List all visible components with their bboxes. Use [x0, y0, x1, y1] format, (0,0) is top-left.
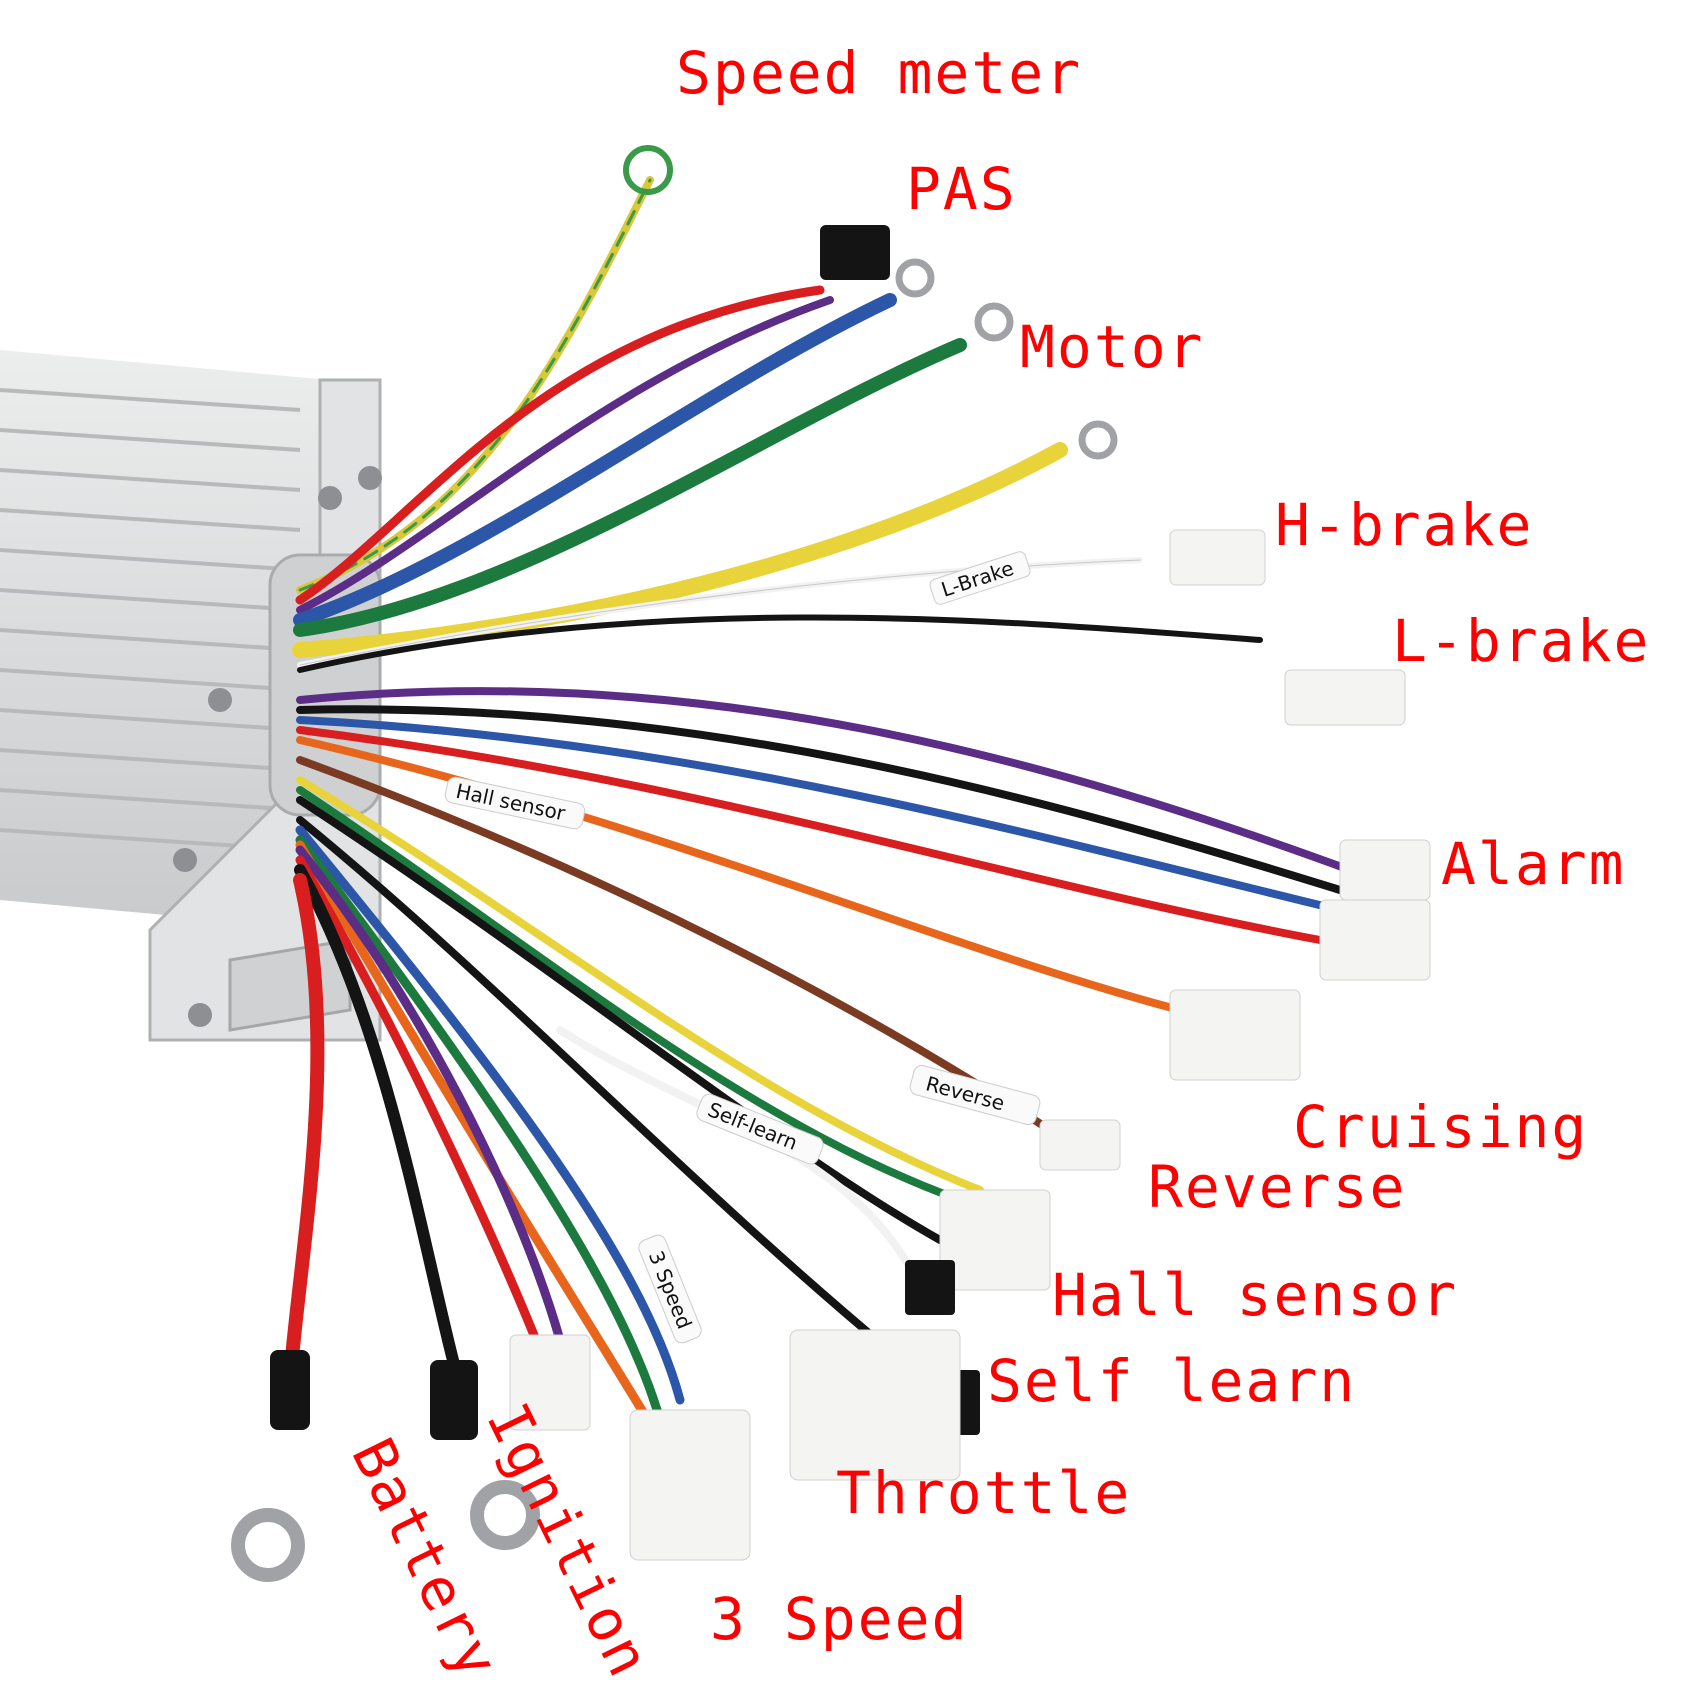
alarm-label: Alarm [1441, 830, 1626, 898]
h-brake-label: H-brake [1275, 491, 1534, 559]
motor-label: Motor [1020, 313, 1205, 381]
cruising-connector-b [1169, 989, 1301, 1081]
throttle-label: Throttle [836, 1459, 1132, 1527]
self-learn-label: Self learn [987, 1347, 1357, 1415]
pas-label: PAS [906, 155, 1017, 223]
upper-wire-bundle: L-Brake [292, 145, 1406, 726]
lower-wire-bundle: Reverse Self-learn 3 Speed Hall sensor [231, 687, 1431, 1582]
three-speed-label: 3 Speed [710, 1585, 969, 1653]
ignition-connector [509, 1334, 591, 1431]
hall-sensor-label: Hall sensor [1052, 1261, 1459, 1329]
h-brake-connector [1169, 529, 1266, 586]
reverse-connector [1039, 1119, 1121, 1171]
alarm-connector [1339, 839, 1431, 901]
cruising-connector-a [1319, 899, 1431, 981]
throttle-connector [789, 1329, 961, 1481]
ignition-terminal [470, 1480, 540, 1550]
three-speed-connector [629, 1409, 751, 1561]
motor-terminal-2 [974, 302, 1014, 342]
motor-terminal-1 [895, 258, 935, 298]
hall-sensor-connector [939, 1189, 1051, 1291]
speed-meter-label: Speed meter [676, 39, 1083, 107]
battery-terminal [231, 1508, 305, 1582]
hall-sensor-wire-tag: Hall sensor [454, 779, 568, 826]
pas-connector [820, 225, 890, 280]
l-brake-connector [1284, 669, 1406, 726]
l-brake-label: L-brake [1392, 607, 1651, 675]
speed-meter-connector [623, 145, 673, 195]
l-brake-wire-tag: L-Brake [938, 556, 1016, 602]
cruising-label: Cruising [1293, 1093, 1589, 1161]
motor-terminal-3 [1078, 420, 1118, 460]
self-learn-connector-a [905, 1260, 955, 1315]
reverse-label: Reverse [1148, 1153, 1407, 1221]
